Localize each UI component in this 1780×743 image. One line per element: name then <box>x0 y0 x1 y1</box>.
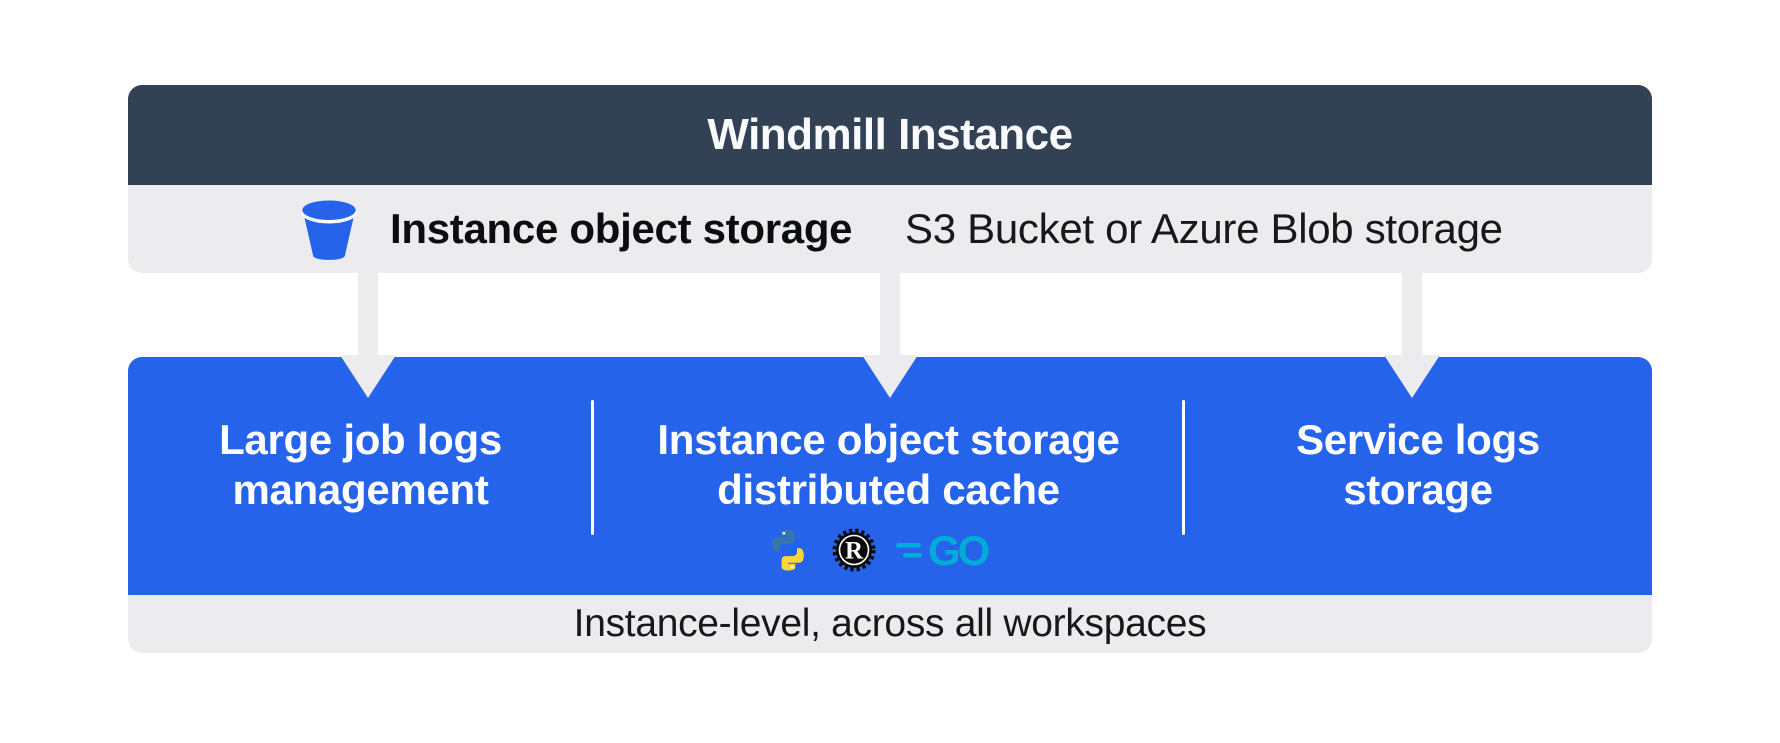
svg-text:GO: GO <box>928 527 989 574</box>
panel-divider-left <box>591 400 594 535</box>
instance-object-storage-row: Instance object storage S3 Bucket or Azu… <box>128 185 1652 273</box>
feature-large-job-logs: Large job logs management <box>128 357 593 595</box>
feature-title: Instance object storage distributed cach… <box>657 416 1120 513</box>
scope-caption: Instance-level, across all workspaces <box>573 602 1207 645</box>
arrow-down-right-icon <box>1384 273 1440 398</box>
scope-caption-bar: Instance-level, across all workspaces <box>128 595 1652 653</box>
svg-text:R: R <box>844 538 863 565</box>
storage-row-label: Instance object storage <box>390 205 853 252</box>
feature-title: Large job logs management <box>219 416 502 513</box>
arrow-down-middle-icon <box>862 273 918 398</box>
storage-row-sublabel: S3 Bucket or Azure Blob storage <box>905 205 1503 252</box>
panel-divider-right <box>1182 400 1185 535</box>
go-icon: GO <box>895 527 991 574</box>
feature-title: Service logs storage <box>1296 416 1540 513</box>
bucket-icon <box>300 200 358 260</box>
language-logos: R GO <box>764 525 1014 575</box>
feature-distributed-cache: Instance object storage distributed cach… <box>593 357 1184 595</box>
arrow-down-left-icon <box>340 273 396 398</box>
instance-header: Windmill Instance <box>128 85 1652 185</box>
rust-icon: R <box>832 528 875 572</box>
page-title: Windmill Instance <box>707 110 1073 159</box>
python-icon <box>771 529 804 571</box>
feature-service-logs: Service logs storage <box>1184 357 1652 595</box>
